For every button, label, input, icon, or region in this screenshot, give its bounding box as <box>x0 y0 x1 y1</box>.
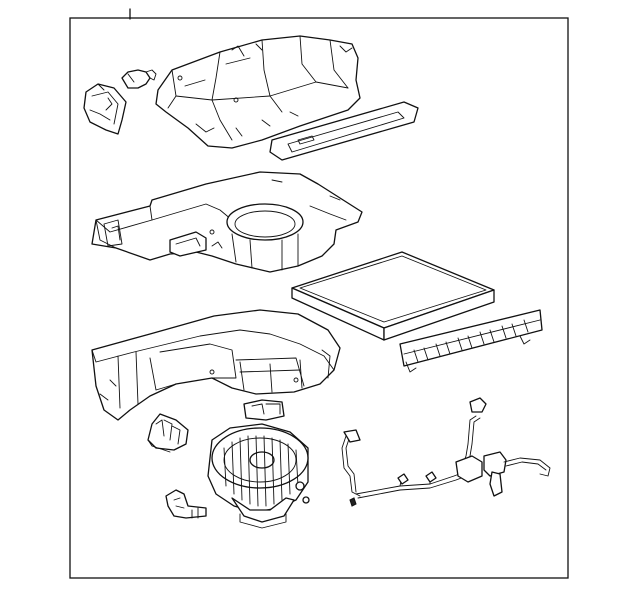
upper-filter-frame <box>269 101 419 161</box>
lower-case <box>91 171 363 273</box>
mode-actuator <box>83 83 127 135</box>
resistor <box>147 413 189 453</box>
connector-clip <box>243 399 285 421</box>
filter-cover <box>399 309 543 373</box>
wire-harness <box>341 397 551 507</box>
blower-housing <box>91 309 341 421</box>
blower-motor <box>207 423 310 529</box>
upper-case <box>155 35 361 149</box>
drain-hose <box>165 489 207 519</box>
diagram-frame <box>69 17 569 579</box>
cabin-air-filter <box>291 251 495 341</box>
aspirator-sensor <box>121 69 157 89</box>
